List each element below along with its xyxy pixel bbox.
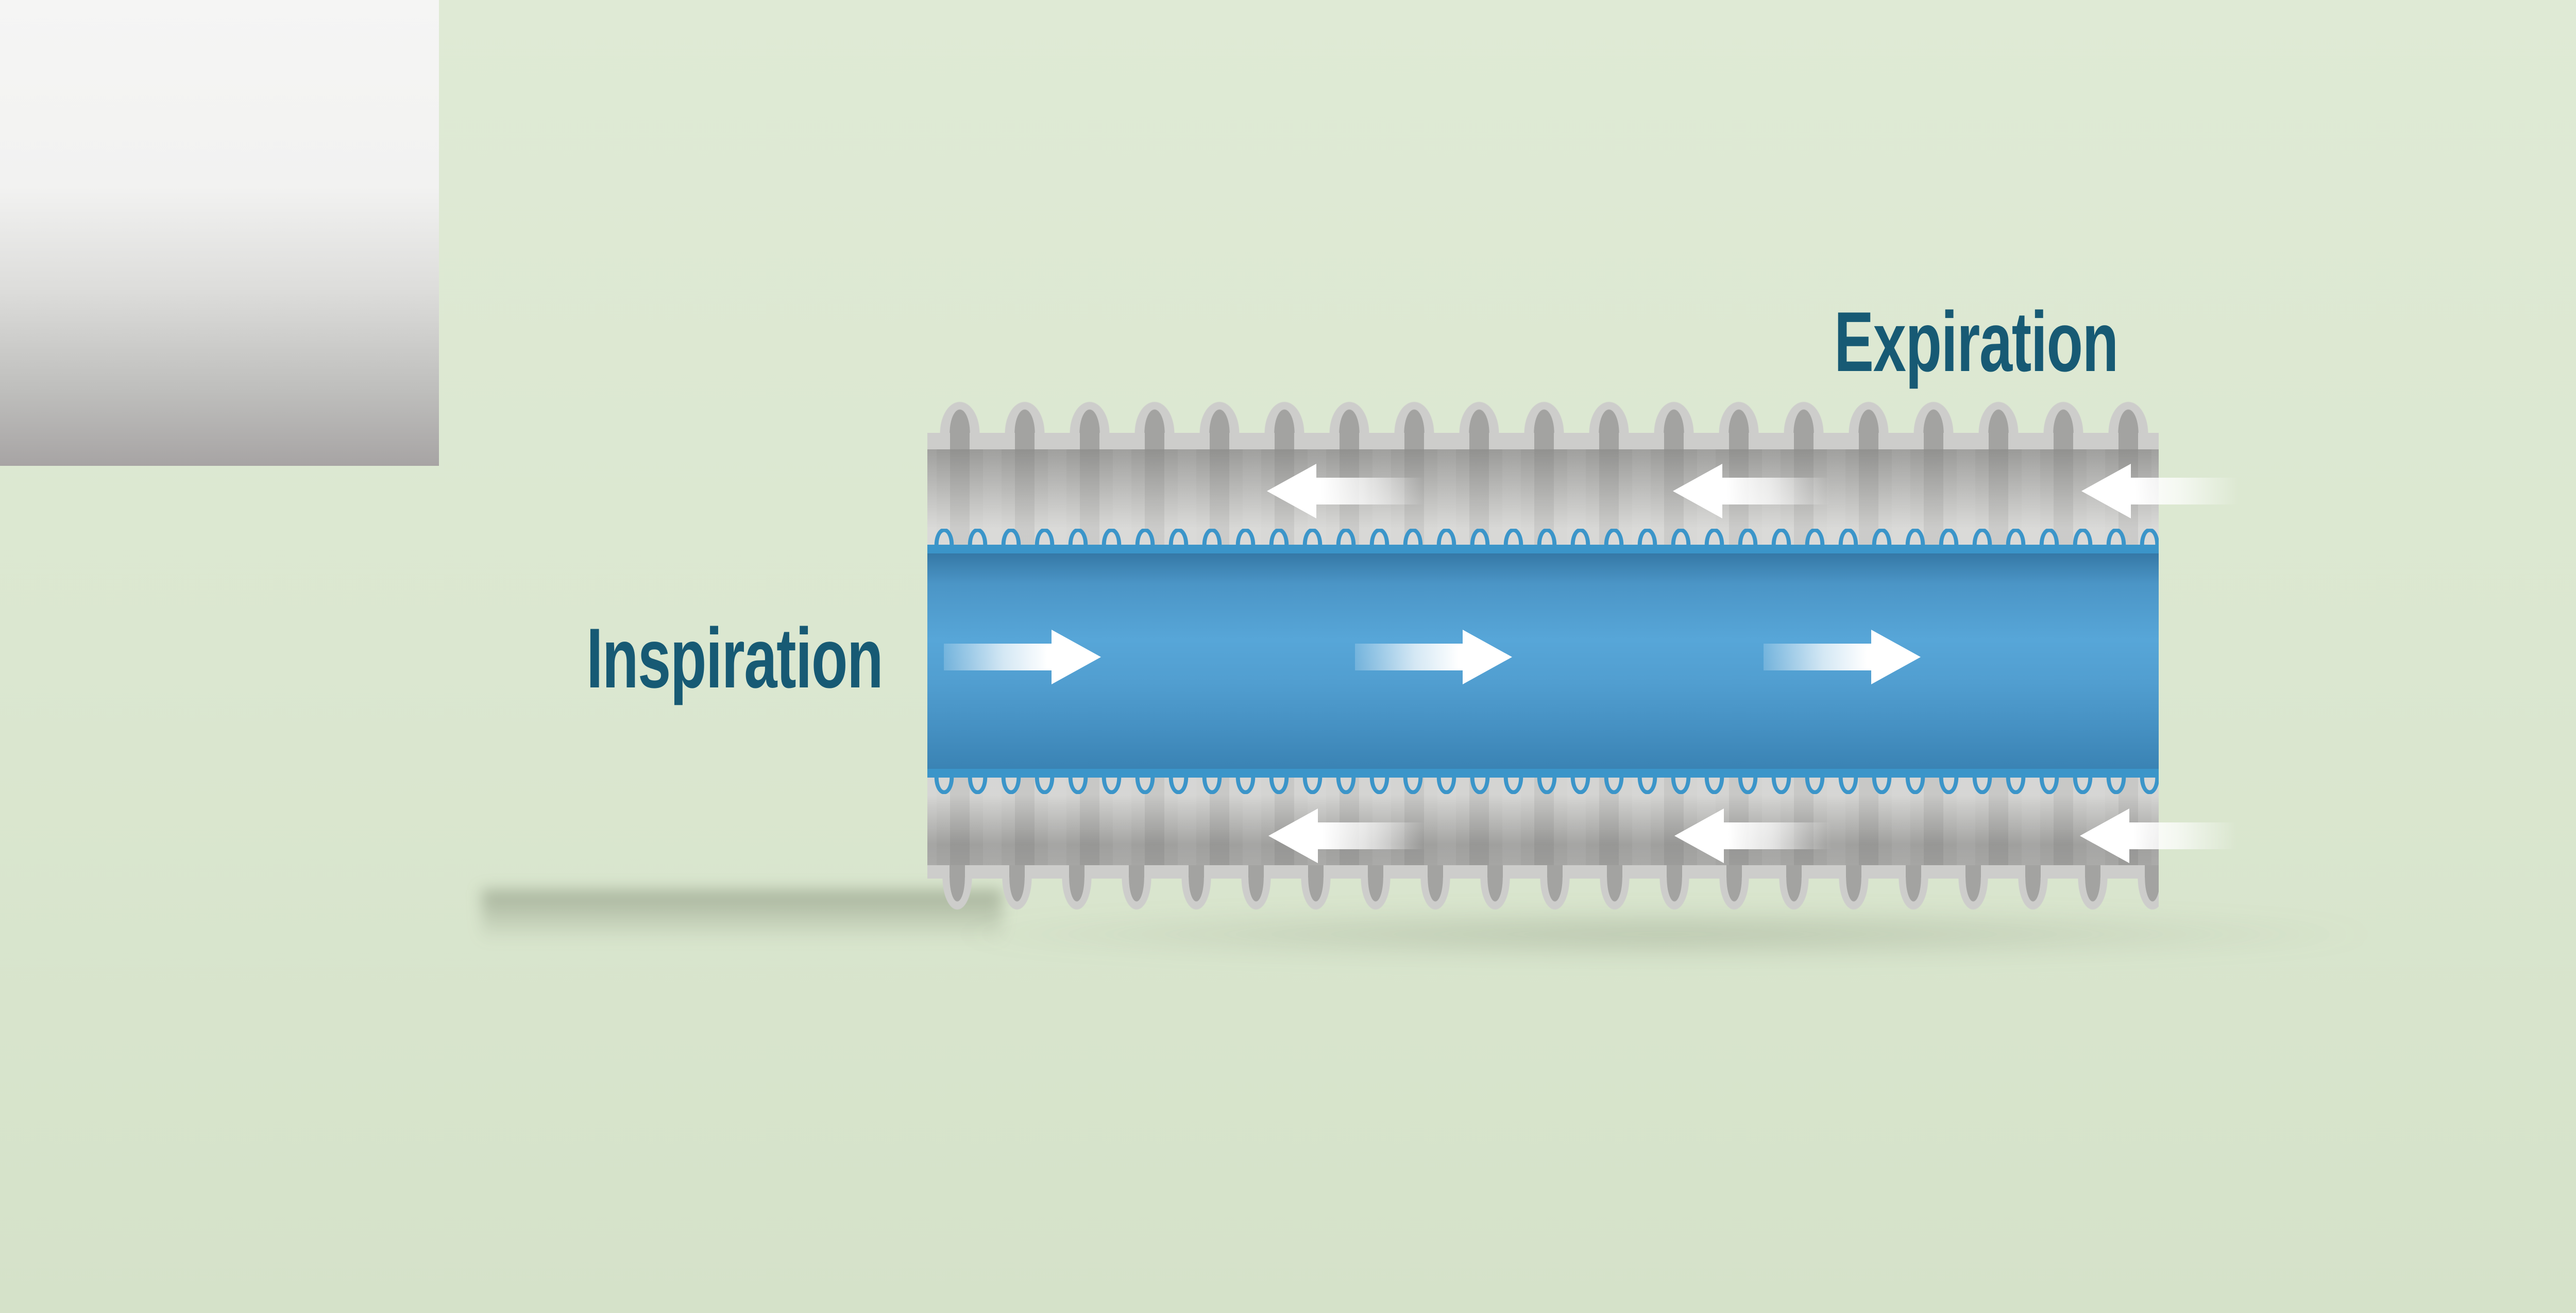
arrow-head <box>1268 809 1318 863</box>
outer-tube-top-wall <box>927 433 2159 449</box>
flow-arrow-right-icon <box>944 630 1101 684</box>
arrow-head <box>2080 809 2129 863</box>
arrow-shaft <box>2130 478 2239 504</box>
arrow-head <box>1267 464 1316 518</box>
arrow-shaft <box>1355 644 1464 670</box>
arrow-shaft <box>944 644 1053 670</box>
arrow-shaft <box>1317 822 1426 849</box>
inner-tube-top-corrugation <box>927 529 2159 545</box>
flow-arrow-left-icon <box>1267 464 1424 518</box>
arrow-shaft <box>1764 644 1872 670</box>
expiration-label-text: Expiration <box>1834 294 2119 389</box>
arrow-shaft <box>1723 822 1832 849</box>
inner-tube-bottom-wall <box>927 769 2159 778</box>
arrow-shaft <box>1721 478 1830 504</box>
flow-arrow-left-icon <box>1673 464 1830 518</box>
outer-tube-top-corrugation <box>927 401 2159 433</box>
arrow-head <box>1871 630 1921 684</box>
arrow-head <box>2081 464 2131 518</box>
inspiration-label-text: Inspiration <box>586 611 884 705</box>
inspiration-box-shadow <box>482 890 1002 941</box>
flow-arrow-right-icon <box>1355 630 1512 684</box>
inspiration-channel <box>927 553 2159 769</box>
flow-arrow-left-icon <box>1674 809 1832 863</box>
arrow-shaft <box>2128 822 2237 849</box>
flow-arrow-left-icon <box>2081 464 2239 518</box>
arrow-head <box>1052 630 1101 684</box>
arrow-head <box>1673 464 1722 518</box>
inner-tube-bottom-corrugation <box>927 778 2159 794</box>
flow-arrow-left-icon <box>2080 809 2237 863</box>
inspiration-label: Inspiration <box>515 616 954 701</box>
outer-tube-bottom-wall <box>927 865 2159 879</box>
inner-tube-top-wall <box>927 545 2159 553</box>
tube-shadow <box>953 911 2375 957</box>
arrow-shaft <box>1315 478 1424 504</box>
flow-arrow-right-icon <box>1764 630 1921 684</box>
arrow-head <box>1463 630 1512 684</box>
flow-arrow-left-icon <box>1268 809 1426 863</box>
inspiration-source-box <box>0 0 439 466</box>
expiration-label: Expiration <box>1770 299 2182 384</box>
arrow-head <box>1674 809 1724 863</box>
outer-tube-bottom-corrugation <box>927 878 2159 911</box>
